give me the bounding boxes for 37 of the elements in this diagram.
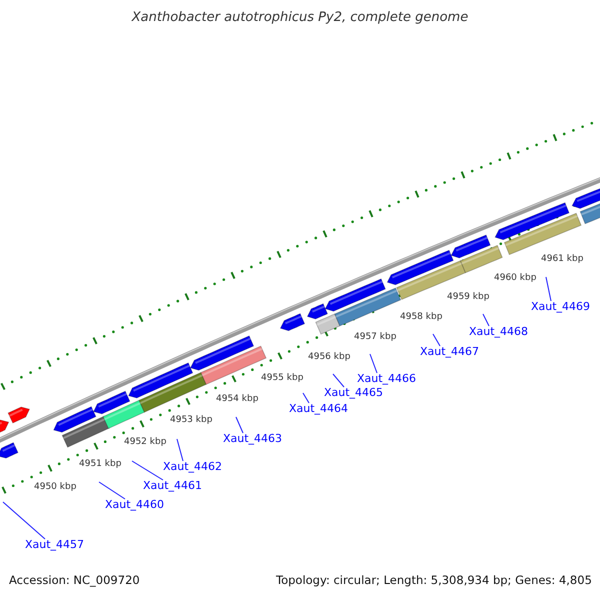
leader-line: [482, 314, 490, 326]
tick-label: 4958 kbp: [400, 313, 442, 322]
tick-label: 4953 kbp: [170, 416, 212, 425]
gene-label: Xaut_4466: [357, 373, 416, 384]
gene-label: Xaut_4463: [223, 433, 282, 444]
leader-line: [332, 374, 344, 388]
leader-line: [176, 438, 184, 462]
leader-line: [98, 482, 126, 500]
tick-label: 4957 kbp: [354, 333, 396, 342]
tick-label: 4961 kbp: [541, 255, 584, 264]
tick-label: 4960 kbp: [494, 274, 536, 283]
leader-line: [546, 276, 552, 302]
leader-line: [132, 460, 164, 480]
gene-label: Xaut_4465: [324, 387, 384, 398]
tick-label: 4950 kbp: [34, 483, 76, 492]
gene-label: Xaut_4468: [469, 326, 528, 337]
gene-label: Xaut_4460: [105, 499, 164, 510]
gene-label: Xaut_4464: [289, 403, 348, 414]
genome-summary-text: Topology: circular; Length: 5,308,934 bp; Genes: 4,805: [276, 575, 592, 586]
gene-label: Xaut_4469: [531, 301, 590, 312]
tick-label: 4951 kbp: [79, 460, 122, 469]
gene-label: Xaut_4467: [420, 346, 480, 357]
tick-label: 4956 kbp: [308, 353, 350, 362]
tick-label: 4954 kbp: [216, 395, 258, 404]
leader-line: [302, 392, 310, 404]
tick-label: 4952 kbp: [124, 438, 166, 447]
leader-line: [2, 502, 46, 540]
gene-label: Xaut_4461: [143, 480, 202, 491]
leader-line: [370, 354, 378, 374]
accession-text: Accession: NC_009720: [9, 575, 140, 586]
tick-label: 4959 kbp: [447, 293, 490, 302]
tick-label: 4955 kbp: [261, 374, 304, 383]
leader-line: [236, 416, 244, 434]
gene-label: Xaut_4457: [25, 539, 84, 550]
gene-label: Xaut_4462: [163, 461, 222, 472]
leader-line: [432, 334, 440, 346]
title: Xanthobacter autotrophicus Py2, complete genome: [130, 11, 470, 24]
